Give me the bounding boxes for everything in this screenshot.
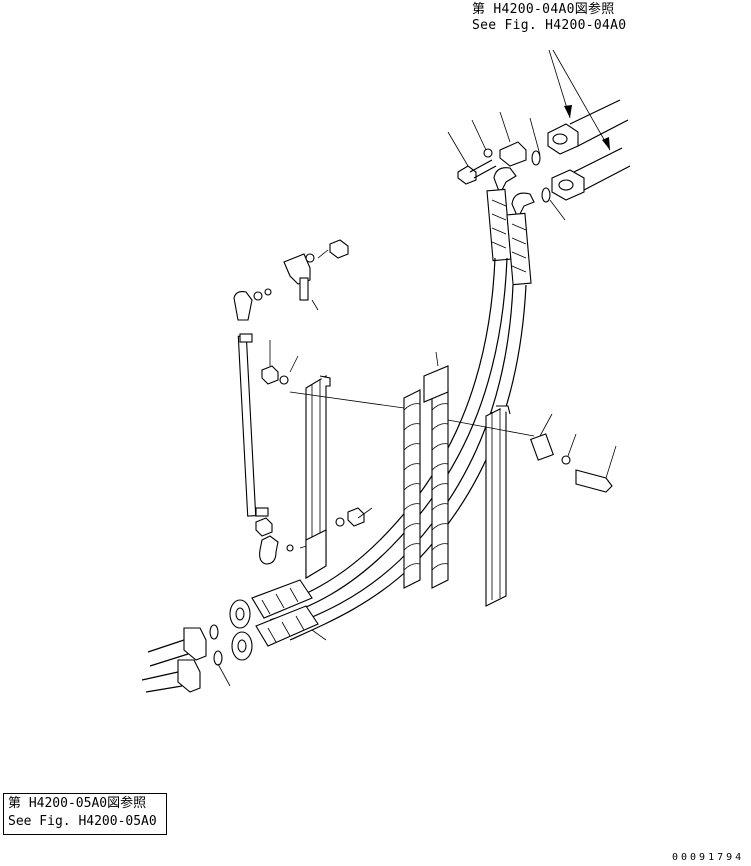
upper-bracket-set [283, 239, 349, 311]
right-bracket-rail [485, 405, 511, 607]
clamp-block-front [403, 389, 421, 589]
upper-flange-2 [551, 147, 631, 201]
upper-flange-1 [547, 99, 629, 155]
left-spacers [261, 340, 299, 385]
reference-bottom-box: 第 H4200-05A0図参照 See Fig. H4200-05A0 [3, 793, 167, 835]
lower-hose-fittings [229, 579, 327, 661]
reference-top: 第 H4200-04A0図参照 See Fig. H4200-04A0 [472, 2, 626, 34]
lower-flanges [141, 624, 231, 693]
connector-lines [289, 391, 535, 437]
upper-clamp-bolt-set [447, 111, 527, 185]
clamp-block-rear [431, 389, 449, 589]
upper-hose-fittings [486, 167, 535, 286]
left-bracket-rail [305, 375, 373, 579]
reference-top-en: See Fig. H4200-04A0 [472, 18, 627, 33]
left-tube-assembly [233, 288, 321, 565]
reference-arrows [548, 49, 611, 151]
reference-bottom-en: See Fig. H4200-05A0 [8, 814, 157, 829]
document-number: 00091794 [672, 852, 745, 863]
upper-orings [529, 117, 566, 221]
right-bolt-set [530, 413, 617, 493]
reference-bottom-jp: 第 H4200-05A0図参照 [8, 796, 147, 811]
reference-top-jp: 第 H4200-04A0図参照 [472, 2, 615, 17]
clamp-leader [423, 351, 449, 403]
